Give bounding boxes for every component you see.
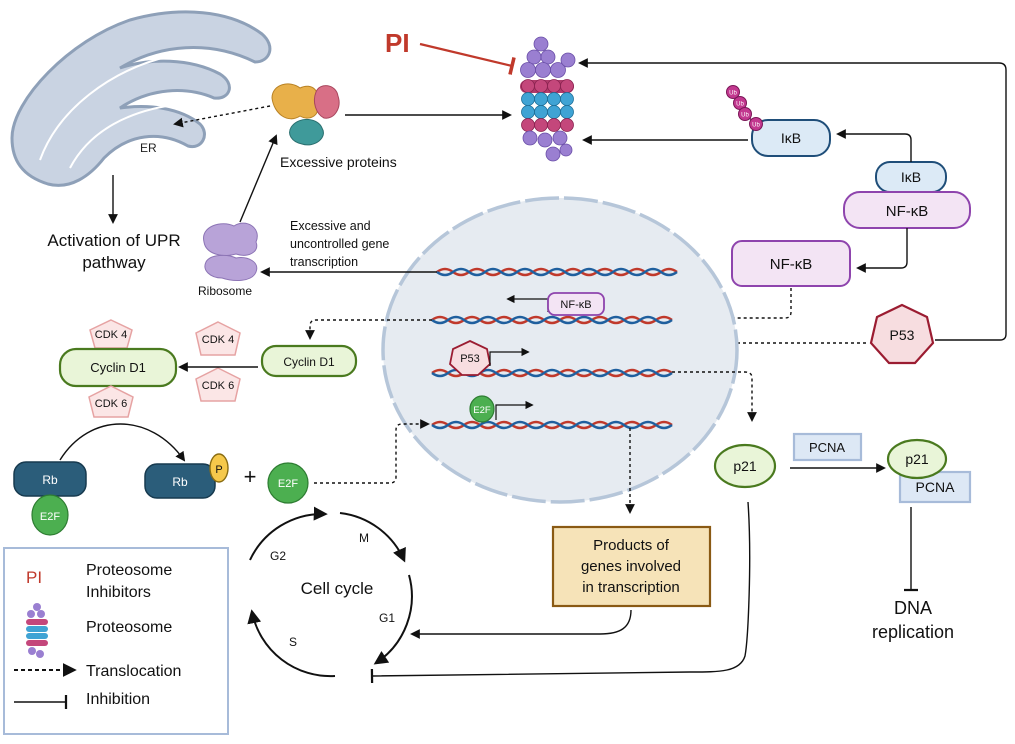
p53-dna-label: P53 (460, 353, 480, 365)
nfkb-dna-label: NF-κB (560, 299, 591, 311)
nuclear-envelope (381, 196, 739, 504)
phosphate-node (209, 453, 229, 483)
legend-pi-label-line2: Inhibitors (86, 584, 151, 601)
transcription-label-line1: Excessive and (290, 219, 371, 233)
ub-label-2: Ub (736, 102, 744, 108)
cdk4-free-node (195, 321, 241, 356)
phase-m-label: M (359, 531, 369, 545)
arrow-complex-to-ikb (836, 129, 912, 162)
ubiquitin-chain-icon: Ub Ub Ub Ub (726, 85, 763, 131)
nfkb-free-label: NF-κB (770, 256, 813, 273)
excessive-proteins-icon (271, 83, 340, 146)
e2f-promoter-arrow (495, 400, 534, 420)
cyclin-d1-complex-node (58, 347, 178, 388)
cell-cycle-arc-s (247, 609, 336, 678)
upr-label-line1: Activation of UPR (47, 231, 180, 250)
e2f-dna-node (469, 395, 495, 423)
cyclin-d1-complex-label: Cyclin D1 (90, 360, 146, 375)
phosphate-label: P (215, 464, 222, 476)
legend-pi-label-line1: Proteosome (86, 562, 172, 579)
arrow-nfkb-to-nucleus (678, 288, 792, 323)
arrow-nucleus-to-cyclind1 (305, 319, 432, 340)
arrow-complex-to-nfkb (856, 228, 908, 273)
p53-dna-node (449, 340, 491, 376)
pcna-free-label: PCNA (809, 440, 845, 455)
p21-node (713, 443, 777, 489)
arrow-p53-to-proteosome (578, 58, 1007, 341)
transcription-label-line3: transcription (290, 255, 358, 269)
cell-cycle-arc-g2 (249, 506, 328, 561)
cell-cycle-label: Cell cycle (301, 579, 374, 598)
inhibition-p21-to-cellcycle (370, 501, 751, 684)
pcna-free-node (792, 432, 863, 462)
nfkb-complex-label: NF-κB (886, 203, 929, 220)
p53-label: P53 (890, 327, 915, 343)
products-box (551, 525, 712, 608)
cell-cycle-arc-g1 (373, 574, 413, 665)
arrow-products-to-cellcycle (410, 609, 632, 639)
ribosome-icon (203, 222, 258, 281)
p21-complex-label: p21 (905, 451, 929, 467)
p53-node (869, 303, 935, 365)
rb-phospho-label: Rb (172, 475, 188, 489)
pcna-complex-label: PCNA (916, 479, 956, 495)
arrow-nucleus-to-p21 (672, 371, 757, 422)
transcription-label-line2: uncontrolled gene (290, 237, 389, 251)
arrow-proteins-to-er (173, 105, 271, 128)
e2f-bound-node (31, 494, 69, 536)
legend-translocation-label: Translocation (86, 663, 181, 680)
arrow-e2f-to-nucleus (314, 419, 430, 484)
cdk6-free-node (195, 367, 241, 402)
ub-label-3: Ub (741, 113, 749, 119)
phase-g2-label: G2 (270, 549, 286, 563)
ub-label-1: Ub (729, 91, 737, 97)
arrow-ribosome-to-proteins (239, 134, 278, 223)
cyclin-d1-free-node (260, 344, 358, 378)
inhibition-pi-to-proteosome (419, 42, 516, 75)
cell-cycle-arc-m (339, 512, 406, 563)
dna-replication-line2: replication (872, 622, 954, 642)
phase-g1-label: G1 (379, 611, 395, 625)
ub-label-4: Ub (752, 123, 760, 129)
legend-inhibition-label: Inhibition (86, 691, 150, 708)
nfkb-free-node (731, 240, 851, 287)
ikb-complex-label: IκB (901, 169, 921, 185)
cdk4-free-label: CDK 4 (202, 334, 234, 346)
phase-s-label: S (289, 635, 297, 649)
nfkb-dna-node (547, 292, 605, 316)
pi-label: PI (385, 28, 410, 58)
dna-replication-line1: DNA (894, 598, 932, 618)
legend-proteosome-icon (26, 603, 48, 658)
e2f-free-label: E2F (278, 478, 298, 490)
products-label-line1: Products of (593, 537, 670, 554)
plus-sign: + (244, 464, 257, 489)
products-label-line3: in transcription (582, 579, 680, 596)
e2f-dna-label: E2F (473, 405, 491, 416)
e2f-free-node (267, 462, 309, 504)
cdk6-free-label: CDK 6 (202, 380, 234, 392)
p21-label: p21 (733, 458, 757, 474)
proteosome-icon (520, 36, 576, 162)
legend-proteosome-label: Proteosome (86, 619, 172, 636)
cyclin-d1-free-label: Cyclin D1 (283, 355, 335, 369)
cdk6-bottom-label: CDK 6 (95, 398, 127, 410)
er-label: ER (140, 141, 157, 155)
endoplasmic-reticulum (10, 10, 272, 187)
excessive-proteins-label: Excessive proteins (280, 154, 397, 170)
ikb-ub-node (751, 119, 831, 157)
ikb-ub-label: IκB (781, 130, 801, 146)
arrow-rb-phosphorylation (59, 423, 186, 462)
cdk6-bottom-node (88, 385, 134, 418)
upr-label-line2: pathway (82, 253, 146, 272)
p53-promoter-arrow (489, 347, 530, 366)
e2f-bound-label: E2F (40, 511, 60, 523)
p21-complex-node (886, 438, 948, 480)
ribosome-label: Ribosome (198, 284, 252, 298)
legend-pi-symbol: PI (26, 568, 42, 587)
cdk4-top-label: CDK 4 (95, 329, 127, 341)
products-label-line2: genes involved (581, 558, 681, 575)
rb-bound-label: Rb (42, 473, 58, 487)
